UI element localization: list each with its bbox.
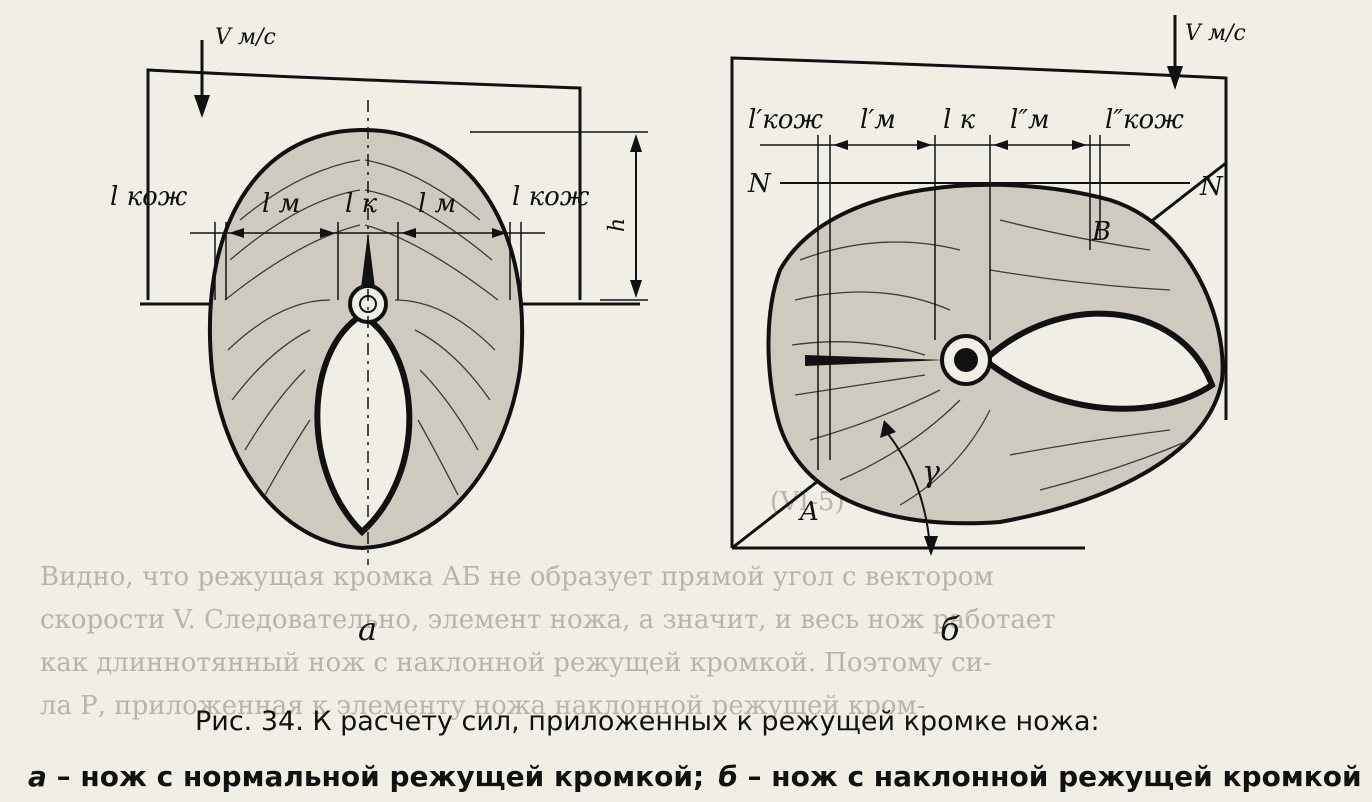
figure-b-inclined-knife: V м/с N N l′кож l′м l к l″м l″кож γ — [730, 15, 1246, 648]
label-l-m-left: l м — [262, 189, 300, 219]
label-l-kozh-2: l″кож — [1105, 105, 1184, 135]
caption-title: Рис. 34. К расчету сил, приложенных к ре… — [195, 706, 1100, 737]
caption-a-letter: а — [28, 760, 47, 793]
figure-b-letter: б — [940, 610, 960, 648]
background-line-1: Видно, что режущая кромка АБ не образует… — [40, 562, 994, 592]
height-label: h — [605, 218, 630, 232]
background-line-2: скорости V. Следовательно, элемент ножа,… — [40, 605, 1056, 635]
background-line-3: как длиннотянный нож с наклонной режущей… — [40, 648, 992, 678]
blade-slot-b — [980, 310, 1216, 412]
background-line-4: ла Р, приложенная к элементу ножа наклон… — [40, 691, 926, 721]
label-l-m-right: l м — [418, 189, 456, 219]
figure-a-letter: а — [358, 610, 377, 648]
gamma-arc — [884, 429, 931, 549]
caption-b-letter: б — [718, 760, 738, 793]
knife-frame-a — [146, 68, 582, 300]
caption-b-text: – нож с наклонной режущей кромкой — [738, 760, 1362, 793]
label-l-m-2: l″м — [1010, 105, 1050, 135]
label-l-kozh-left: l кож — [110, 182, 188, 212]
point-a-label: A — [798, 497, 819, 527]
dimension-ticks-b — [817, 135, 1101, 470]
label-n-left: N — [747, 169, 772, 199]
keel-b — [805, 355, 945, 366]
label-n-right: N — [1199, 172, 1224, 202]
label-l-kozh-1: l′кож — [748, 105, 823, 135]
label-l-k-b: l к — [943, 105, 976, 135]
label-l-kozh-right: l кож — [512, 182, 590, 212]
blade-slot-a — [314, 311, 413, 537]
velocity-label-b: V м/с — [1185, 21, 1246, 46]
gamma-label: γ — [922, 455, 940, 490]
caption-line-2: а – нож с нормальной режущей кромкой; б –… — [28, 760, 1362, 793]
point-b-label: B — [1091, 217, 1111, 247]
velocity-label-a: V м/с — [215, 25, 276, 50]
figure-caption: Рис. 34. К расчету сил, приложенных к ре… — [28, 706, 1362, 793]
figure-a-normal-knife: V м/с h l кож l м l к l м l кож а — [110, 25, 648, 648]
label-l-k-a: l к — [345, 189, 378, 219]
caption-a-text: – нож с нормальной режущей кромкой; — [47, 760, 704, 793]
background-text: (VI-5) Видно, что режущая кромка АБ не о… — [40, 487, 1056, 721]
label-l-m-1: l′м — [860, 105, 896, 135]
blade-hatching-a — [224, 159, 499, 496]
blade-hatching-b — [791, 219, 1191, 506]
dimension-ticks-a — [214, 222, 522, 300]
